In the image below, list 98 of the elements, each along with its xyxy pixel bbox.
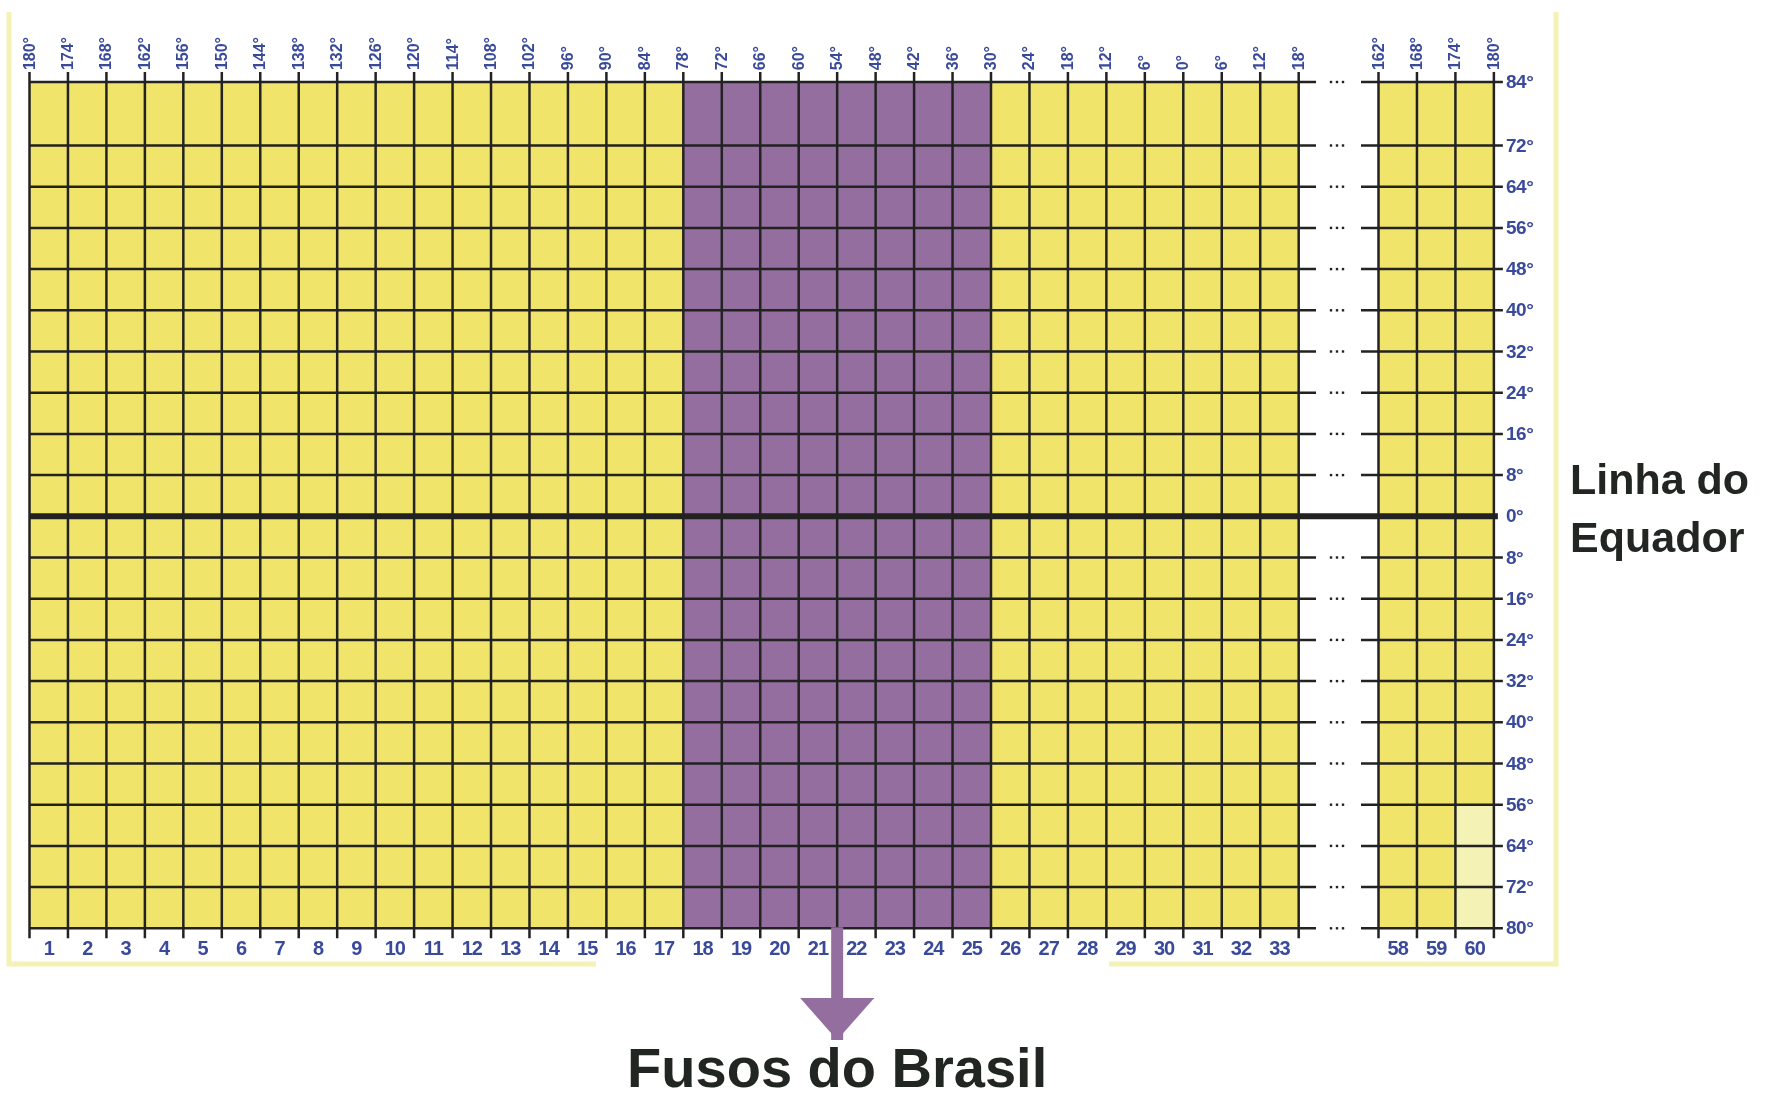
zone-number: 60: [1464, 937, 1485, 959]
longitude-label: 156°: [175, 36, 192, 70]
zone-number: 30: [1153, 937, 1175, 959]
longitude-label: 126°: [367, 36, 384, 70]
longitude-label: 180°: [21, 36, 38, 70]
zone-number: 2: [82, 937, 93, 959]
zone-number: 17: [653, 937, 675, 959]
longitude-label: 0°: [1175, 54, 1192, 70]
longitude-label: 66°: [752, 45, 769, 70]
zone-number: 3: [120, 937, 131, 959]
longitude-label: 162°: [1370, 36, 1387, 70]
zone-number: 22: [846, 937, 867, 959]
latitude-label: 16°: [1506, 423, 1534, 444]
zone-number: 4: [159, 937, 170, 959]
latitude-label: 8°: [1506, 465, 1524, 486]
latitude-label: 72°: [1506, 135, 1534, 156]
longitude-label: 54°: [829, 45, 846, 70]
longitude-label: 120°: [406, 36, 423, 70]
zone-number: 32: [1230, 937, 1252, 959]
longitude-label: 36°: [944, 45, 961, 70]
latitude-label: 16°: [1506, 588, 1534, 609]
equator-label: Linha do Equador: [1570, 454, 1751, 563]
latitude-label: 40°: [1506, 712, 1534, 733]
longitude-label: 24°: [1021, 45, 1038, 70]
zone-number: 25: [961, 937, 982, 959]
longitude-label: 84°: [636, 45, 653, 70]
longitude-label: 174°: [59, 36, 76, 70]
zone-label: Fusos do Brasil: [627, 1038, 1048, 1098]
zone-number: 6: [235, 937, 247, 959]
zone-number: 58: [1387, 937, 1408, 959]
latitude-label: 32°: [1506, 341, 1534, 362]
zone-number: 15: [577, 937, 598, 959]
longitude-label: 150°: [213, 36, 230, 70]
latitude-label: 80°: [1506, 918, 1534, 939]
longitude-label: 78°: [675, 45, 692, 70]
zone-number: 14: [538, 937, 559, 959]
zone-number: 20: [769, 937, 790, 959]
longitude-label: 162°: [136, 36, 153, 70]
longitude-label: 42°: [906, 45, 923, 70]
zone-number: 10: [384, 937, 405, 959]
longitude-label: 180°: [1485, 36, 1502, 70]
zone-number: 9: [351, 937, 362, 959]
latitude-label: 24°: [1506, 382, 1534, 403]
longitude-label: 114°: [444, 37, 461, 70]
zone-number: 16: [615, 937, 636, 959]
zone-number: 28: [1077, 937, 1098, 959]
longitude-label: 72°: [713, 45, 730, 70]
latitude-label: 64°: [1506, 176, 1534, 197]
longitude-label: 174°: [1447, 36, 1464, 70]
latitude-label: 48°: [1506, 753, 1534, 774]
longitude-label: 108°: [483, 36, 499, 70]
longitude-label: 18°: [1290, 45, 1307, 70]
zone-number: 1: [43, 937, 54, 959]
longitude-label: 132°: [329, 36, 346, 70]
zone-number: 27: [1038, 937, 1059, 959]
zone-number: 8: [312, 937, 323, 959]
longitude-label: 168°: [1408, 36, 1425, 70]
latitude-label: 72°: [1506, 877, 1534, 898]
zone-number: 19: [730, 937, 752, 959]
latitude-label: 84°: [1506, 72, 1534, 92]
longitude-label: 90°: [598, 45, 615, 70]
longitude-label: 6°: [1213, 54, 1230, 70]
latitude-label: 32°: [1506, 671, 1534, 692]
zone-number: 29: [1115, 937, 1136, 959]
longitude-label: 96°: [559, 45, 576, 70]
latitude-label: 48°: [1506, 259, 1534, 280]
zone-number: 26: [1000, 937, 1021, 959]
latitude-label: 40°: [1506, 300, 1534, 321]
zone-number: 31: [1192, 937, 1213, 959]
zone-number: 33: [1269, 937, 1290, 959]
zone-number: 12: [461, 937, 482, 959]
zone-number: 11: [423, 937, 443, 959]
latitude-label: 56°: [1506, 217, 1534, 238]
longitude-label: 168°: [98, 36, 115, 70]
zone-number: 21: [807, 937, 829, 959]
zone-number: 59: [1426, 937, 1447, 959]
longitude-label: 60°: [790, 45, 807, 70]
longitude-label: 48°: [867, 45, 884, 70]
longitude-label: 12°: [1252, 45, 1269, 70]
zone-number: 5: [197, 937, 208, 959]
longitude-label: 102°: [521, 36, 538, 70]
latitude-label: 64°: [1506, 835, 1534, 856]
latitude-label: 8°: [1506, 547, 1524, 568]
longitude-label: 30°: [983, 45, 999, 70]
longitude-label: 138°: [290, 36, 307, 70]
longitude-label: 144°: [252, 36, 269, 70]
zone-number: 13: [500, 937, 521, 959]
longitude-label: 12°: [1098, 45, 1115, 70]
zone-number: 24: [923, 937, 944, 959]
time-zone-band: [683, 82, 991, 929]
zone-number: 7: [274, 937, 285, 959]
longitude-label: 18°: [1059, 45, 1076, 70]
latitude-label: 56°: [1506, 794, 1534, 815]
latitude-label: 24°: [1506, 629, 1534, 650]
zone-number: 23: [884, 937, 905, 959]
zone-number: 18: [692, 937, 713, 959]
latitude-label: 0°: [1506, 506, 1524, 527]
longitude-label: 6°: [1136, 54, 1153, 70]
